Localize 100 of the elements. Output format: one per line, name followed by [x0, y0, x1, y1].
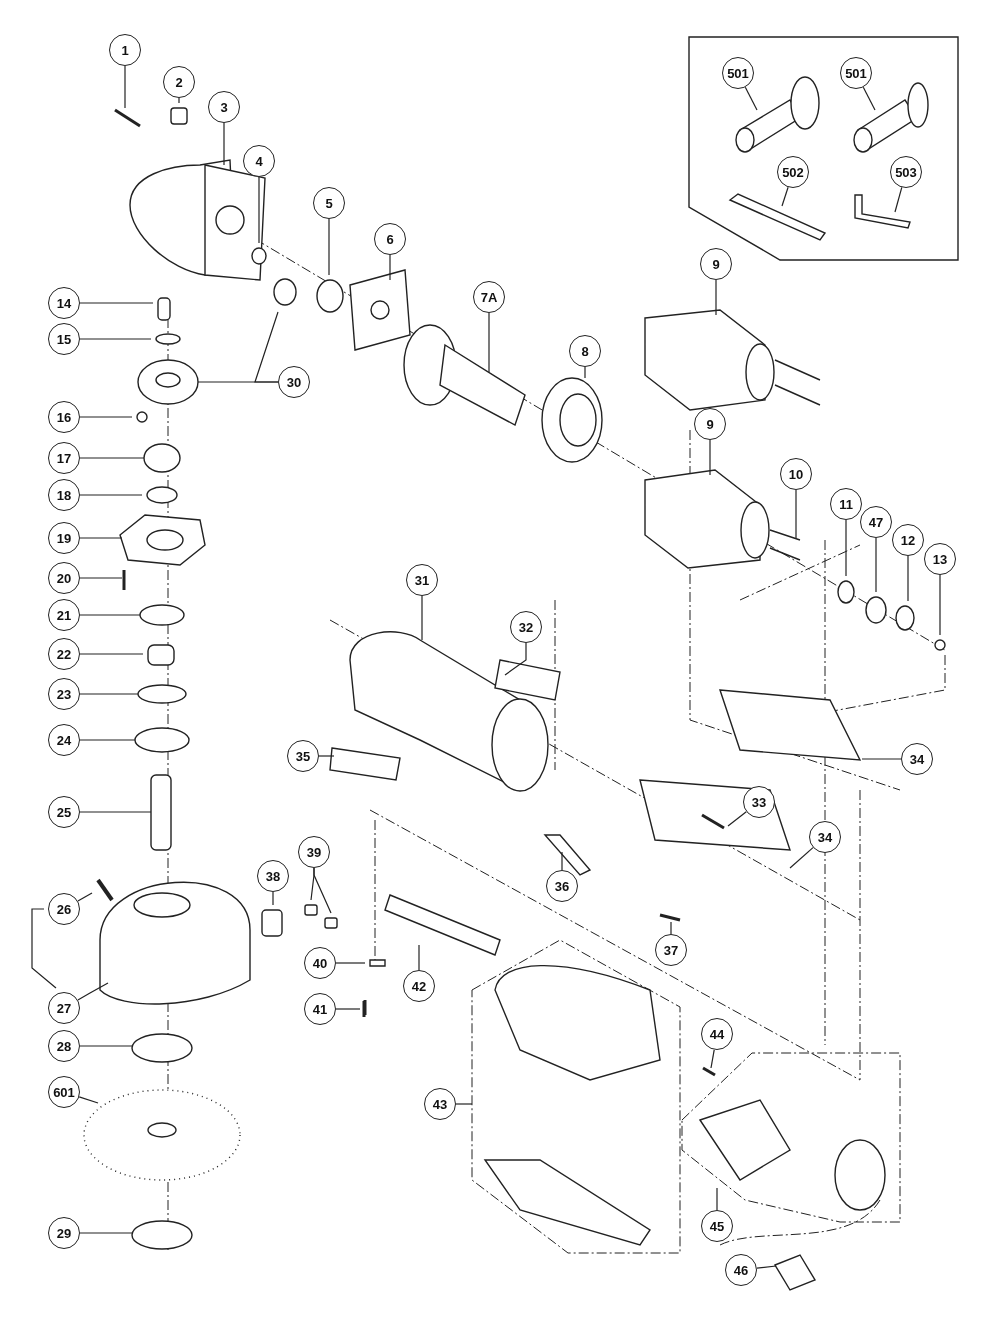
leader-line: [335, 962, 366, 964]
leader-line: [79, 614, 141, 616]
callout-number: 13: [924, 543, 956, 575]
callout-number: 28: [48, 1030, 80, 1062]
leader-line: [79, 302, 154, 304]
callout-number: 38: [257, 860, 289, 892]
leader-line: [335, 1008, 361, 1010]
callout-number: 21: [48, 599, 80, 631]
callout-number: 503: [890, 156, 922, 188]
callout-number: 601: [48, 1076, 80, 1108]
leader-line: [78, 1096, 99, 1104]
leader-line: [756, 1265, 777, 1269]
callout-number: 35: [287, 740, 319, 772]
callout-number: 31: [406, 564, 438, 596]
leader-line: [79, 653, 144, 655]
callout-number: 44: [701, 1018, 733, 1050]
leader-line: [124, 65, 126, 109]
leader-line: [254, 311, 279, 383]
leader-line: [670, 921, 672, 935]
callout-number: 18: [48, 479, 80, 511]
callout-number: 34: [901, 743, 933, 775]
callout-number: 502: [777, 156, 809, 188]
callout-number: 11: [830, 488, 862, 520]
leader-line: [418, 944, 420, 971]
leader-line: [79, 494, 143, 496]
leader-line: [710, 1049, 715, 1069]
leader-line: [258, 176, 260, 244]
callout-number: 39: [298, 836, 330, 868]
leader-line: [795, 489, 797, 539]
leader-line: [861, 758, 902, 760]
leader-line: [894, 186, 903, 213]
leader-line: [789, 847, 814, 869]
leader-line: [79, 811, 152, 813]
callout-number: 19: [48, 522, 80, 554]
callout-number: 37: [655, 934, 687, 966]
leader-line: [727, 811, 747, 827]
leader-line: [744, 86, 758, 111]
callout-number: 43: [424, 1088, 456, 1120]
callout-number: 30: [278, 366, 310, 398]
leader-line: [77, 892, 93, 902]
callout-number: 9: [700, 248, 732, 280]
leader-line: [584, 366, 586, 379]
leader-line: [178, 97, 180, 104]
leader-line: [781, 186, 789, 207]
leader-line: [875, 537, 877, 593]
leader-line: [939, 574, 941, 636]
callout-number: 20: [48, 562, 80, 594]
callout-number: 36: [546, 870, 578, 902]
leader-line: [79, 739, 136, 741]
callout-number: 4: [243, 145, 275, 177]
callout-number: 15: [48, 323, 80, 355]
leader-line: [709, 439, 711, 476]
leader-line: [79, 1232, 133, 1234]
leader-line: [561, 851, 563, 871]
callout-number: 3: [208, 91, 240, 123]
callout-number: 46: [725, 1254, 757, 1286]
leader-line: [389, 254, 391, 281]
leader-line: [79, 1045, 133, 1047]
leader-line: [77, 982, 109, 1001]
leader-line: [715, 279, 717, 316]
leader-line: [328, 218, 330, 276]
leader-line: [318, 755, 335, 757]
callout-number: 22: [48, 638, 80, 670]
callout-number: 32: [510, 611, 542, 643]
callout-number: 42: [403, 970, 435, 1002]
leader-line: [223, 122, 225, 166]
leader-line: [907, 555, 909, 602]
callout-number: 12: [892, 524, 924, 556]
leader-line: [79, 577, 123, 579]
callout-number: 25: [48, 796, 80, 828]
callout-number: 14: [48, 287, 80, 319]
callout-number: 34: [809, 821, 841, 853]
leader-line: [716, 1187, 718, 1211]
leader-line: [845, 519, 847, 577]
callout-number: 17: [48, 442, 80, 474]
leader-line: [313, 867, 332, 914]
leader-line: [455, 1103, 473, 1105]
leader-line: [79, 416, 133, 418]
callout-number: 29: [48, 1217, 80, 1249]
callout-number: 501: [840, 57, 872, 89]
callout-number: 41: [304, 993, 336, 1025]
leader-line: [504, 642, 527, 676]
leader-line: [79, 537, 123, 539]
callout-number: 40: [304, 947, 336, 979]
callout-number: 1: [109, 34, 141, 66]
callout-number: 47: [860, 506, 892, 538]
callout-number: 24: [48, 724, 80, 756]
callout-number: 9: [694, 408, 726, 440]
callout-number: 6: [374, 223, 406, 255]
leader-line: [488, 312, 490, 373]
callout-number: 27: [48, 992, 80, 1024]
callout-number: 16: [48, 401, 80, 433]
leader-line: [862, 86, 876, 111]
callout-number: 8: [569, 335, 601, 367]
callout-number: 45: [701, 1210, 733, 1242]
callout-number: 26: [48, 893, 80, 925]
leader-line: [79, 338, 152, 340]
leader-line: [79, 693, 139, 695]
callout-number: 7A: [473, 281, 505, 313]
callout-number: 2: [163, 66, 195, 98]
